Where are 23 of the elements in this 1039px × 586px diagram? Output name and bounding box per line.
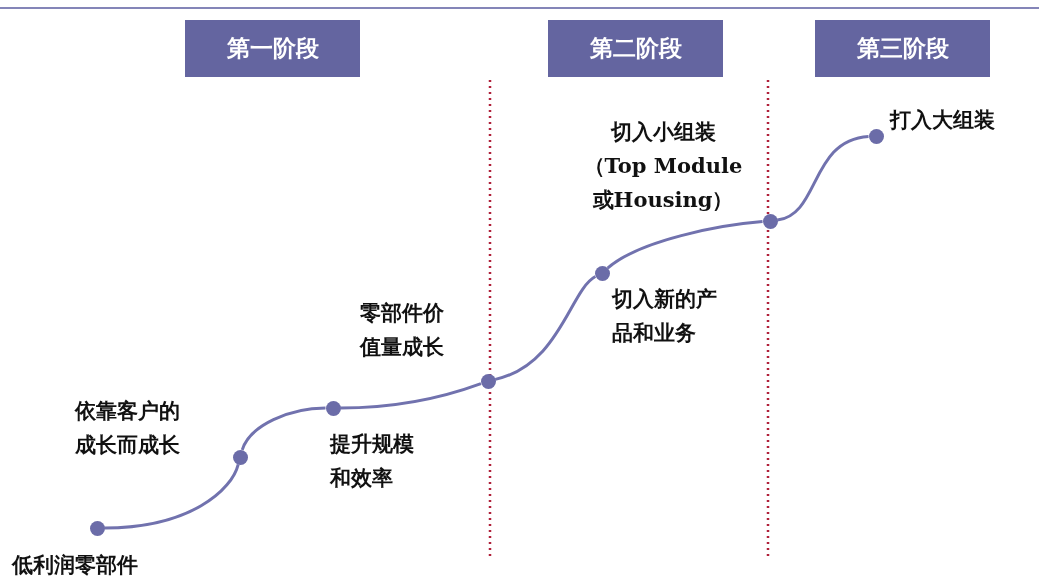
growth-curve xyxy=(340,382,482,410)
stage-banner: 第三阶段 xyxy=(815,20,990,77)
growth-curve xyxy=(240,406,326,451)
stage-banner: 第一阶段 xyxy=(185,20,360,77)
milestone-dot xyxy=(480,373,496,389)
growth-curve xyxy=(494,275,597,381)
milestone-label: 低利润零部件 xyxy=(12,551,139,579)
growth-curve xyxy=(777,134,869,222)
milestone-dot xyxy=(89,520,105,536)
milestone-label: 提升规模和效率 xyxy=(330,430,415,492)
milestone-label: 零部件价值量成长 xyxy=(360,299,445,361)
milestone-label: 切入新的产品和业务 xyxy=(612,285,718,347)
milestone-dot xyxy=(232,449,248,465)
milestone-label: 切入小组装（Top Module 或Housing） xyxy=(582,118,744,214)
stage-banner: 第二阶段 xyxy=(548,20,723,77)
growth-curve xyxy=(104,463,240,530)
milestone-dot xyxy=(868,128,884,144)
milestone-dot xyxy=(325,400,341,416)
milestone-label: 依靠客户的成长而成长 xyxy=(75,397,181,459)
milestone-dot xyxy=(762,213,778,229)
milestone-dot xyxy=(594,265,610,281)
milestone-label: 打入大组装 xyxy=(890,106,996,134)
growth-curve xyxy=(606,220,763,270)
